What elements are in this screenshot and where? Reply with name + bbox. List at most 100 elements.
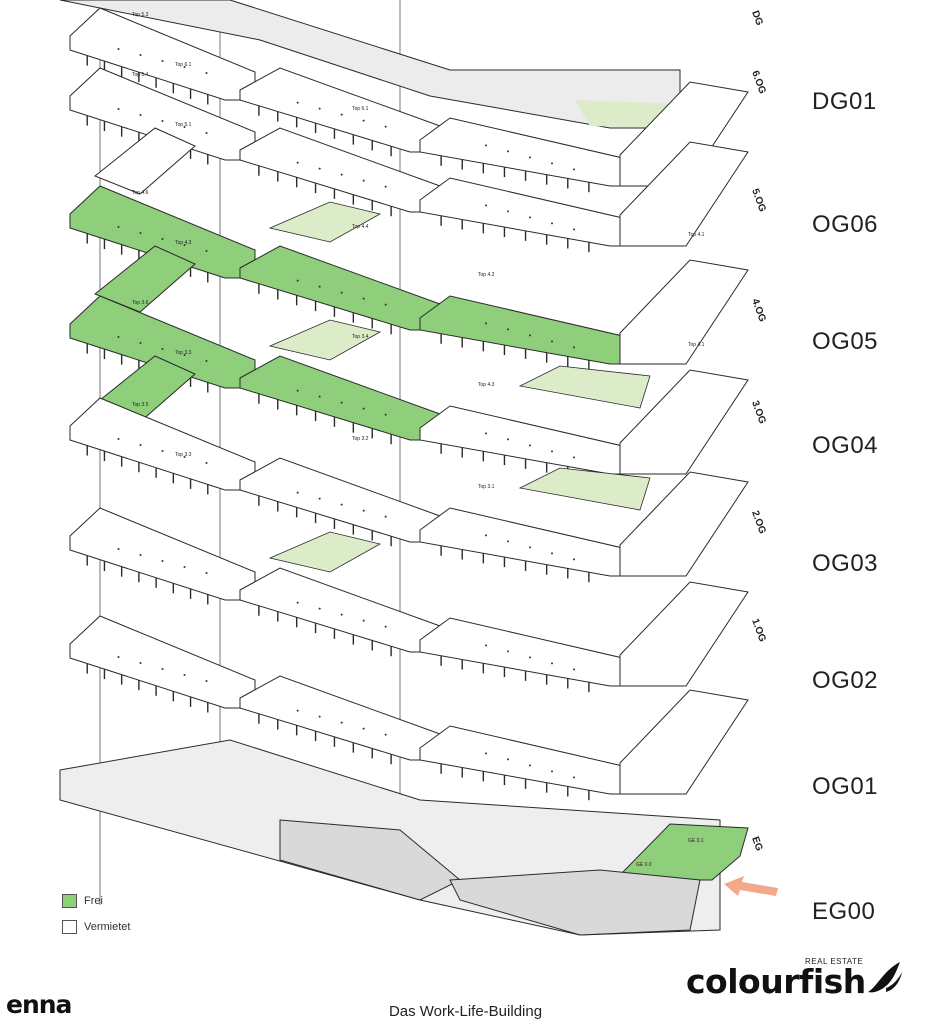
floor-og06-right-wing-dot <box>529 216 531 219</box>
floor-og05-left-wing-dot <box>183 244 186 246</box>
floor-og03-unit-label: Top 3.1 <box>478 484 495 490</box>
floor-og03-mid-wing-dot <box>318 497 321 500</box>
floor-label-og05: OG05 <box>812 328 879 355</box>
floor-og02-mid-wing <box>239 567 441 653</box>
floor-og05-mid-wing-dot <box>384 303 387 306</box>
floor-dg01-right-wing <box>419 117 641 187</box>
ground-floor-shops <box>449 869 701 936</box>
floor-og03-right-wing-dot <box>507 540 509 543</box>
floor-og06-right-wing-dot <box>551 222 553 225</box>
floor-dg01-right-wing-dot <box>485 144 487 147</box>
floor-og05-mid-wing-dot <box>318 285 321 288</box>
floor-eg00-tag: EG <box>749 835 764 853</box>
floor-og01-left-wing-dot <box>161 668 164 670</box>
floor-og03-terrace <box>268 531 382 573</box>
legend-free: Frei <box>62 894 103 908</box>
floor-og05-unit-label: Top 4.2 <box>478 272 495 278</box>
floor-og02-right-wing-dot <box>507 650 509 653</box>
floor-dg01-unit-label: Top 6.1 <box>175 62 192 68</box>
floor-og04-left-wing-dot <box>205 360 208 362</box>
floor-og03-unit-label: Top 3.2 <box>352 436 369 442</box>
floor-og05-mid-wing-dot <box>340 291 343 294</box>
floor-dg01-tower <box>619 81 749 187</box>
floor-og02-right-wing-dot <box>551 662 553 665</box>
floor-og05-terrace <box>268 319 382 361</box>
colourfish-tagline: REAL ESTATE <box>805 957 864 966</box>
floor-og01-mid-wing-dot <box>296 709 299 712</box>
floor-og05-right-wing-dot <box>551 340 553 343</box>
floor-og06-right-wing-dot <box>573 228 575 231</box>
floor-og06-unit-label: Top 6.1 <box>352 106 369 112</box>
floor-dg01-left-wing-dot <box>183 66 186 68</box>
floor-og05-mid-wing-dot <box>296 279 299 282</box>
floor-dg01-left-wing-dot <box>117 48 120 50</box>
floor-og04-unit-label: Top 3.6 <box>132 300 149 306</box>
floor-eg00-unit-label: GE 0.1 <box>688 838 704 844</box>
floor-og04-left-wing-dot <box>161 348 164 350</box>
floor-og01-mid-wing-dot <box>362 727 365 730</box>
floor-label-og03: OG03 <box>812 550 879 577</box>
floor-og04-tag: 4.OG <box>749 297 768 323</box>
floor-og05-right-wing-dot <box>529 334 531 337</box>
floor-label-og02: OG02 <box>812 667 879 694</box>
floor-og03-right-wing-dot <box>551 552 553 555</box>
floor-dg01-mid-wing-dot <box>318 107 321 110</box>
floor-og05-left-wing-dot <box>139 232 142 234</box>
floor-og02-left-wing-dot <box>139 554 142 556</box>
floor-og01-left-wing-dot <box>183 674 186 676</box>
floor-og01-left-wing-dot <box>205 680 208 682</box>
floor-og03-mid-wing <box>239 457 441 543</box>
floor-og04-left-wing-dot <box>117 336 120 338</box>
floor-og03-right-wing-dot <box>573 558 575 561</box>
floor-og06-upper-block <box>94 127 196 195</box>
floor-og03-left-wing-dot <box>139 444 142 446</box>
legend-rented: Vermietet <box>62 920 130 934</box>
floor-og01-left-wing-dot <box>139 662 142 664</box>
floor-og01-mid-wing-dot <box>318 715 321 718</box>
floor-label-og06: OG06 <box>812 211 879 238</box>
floor-og05-left-wing-dot <box>117 226 120 228</box>
floor-og04-mid-wing-dot <box>384 413 387 416</box>
floor-label-og01: OG01 <box>812 773 879 800</box>
legend-free-swatch <box>62 894 77 908</box>
floor-og04-tower <box>619 369 749 475</box>
floor-dg01-tag: DG <box>749 9 765 27</box>
floor-og04-right-wing <box>419 405 641 475</box>
floor-dg01-unit-label: Top 5.3 <box>132 12 149 18</box>
caption: Das Work-Life-Building <box>388 1003 543 1020</box>
floor-og04-left-wing-dot <box>183 354 186 356</box>
floor-og02-left-wing-dot <box>117 548 120 550</box>
ground-floor-lobby <box>279 819 461 901</box>
floor-og02-mid-wing-dot <box>362 619 365 622</box>
floor-og02-right-wing <box>419 617 641 687</box>
floor-og01-right-wing-dot <box>573 776 575 779</box>
floor-og03-tower <box>619 471 749 577</box>
floor-og03-tag: 3.OG <box>749 399 768 425</box>
legend-free-label: Frei <box>84 894 103 907</box>
floor-og04-mid-wing-dot <box>362 407 365 410</box>
floor-og03-left-wing-dot <box>183 456 186 458</box>
floor-og04-unit-label: Top 4.1 <box>688 342 705 348</box>
floor-dg01-mid-wing-dot <box>296 101 299 104</box>
floor-og06-right-wing <box>419 177 641 247</box>
floor-og04-mid-wing <box>239 355 441 441</box>
floor-og02-mid-wing-dot <box>340 613 343 616</box>
floor-dg01-left-wing-dot <box>161 60 164 62</box>
floor-og02-left-wing-dot <box>161 560 164 562</box>
floor-og05-right-wing <box>419 295 641 365</box>
floor-dg01-right-wing-dot <box>529 156 531 159</box>
floor-og01-right-wing-dot <box>551 770 553 773</box>
floor-og05-right-wing-dot <box>573 346 575 349</box>
floor-dg01-right-wing-dot <box>573 168 575 171</box>
floor-og05-left-wing-dot <box>161 238 164 240</box>
colourfish-fish-icon <box>868 962 902 993</box>
floor-eg00-unit-label: GE 0.0 <box>636 862 652 868</box>
floor-og01-left-wing-dot <box>117 656 120 658</box>
floor-og02-mid-wing-dot <box>318 607 321 610</box>
floor-og02-tag: 2.OG <box>749 509 768 535</box>
floor-og04-mid-wing-dot <box>340 401 343 404</box>
floor-og06-left-wing-dot <box>183 126 186 128</box>
floor-label-eg00: EG00 <box>812 898 876 925</box>
floor-og06-mid-wing-dot <box>318 167 321 170</box>
